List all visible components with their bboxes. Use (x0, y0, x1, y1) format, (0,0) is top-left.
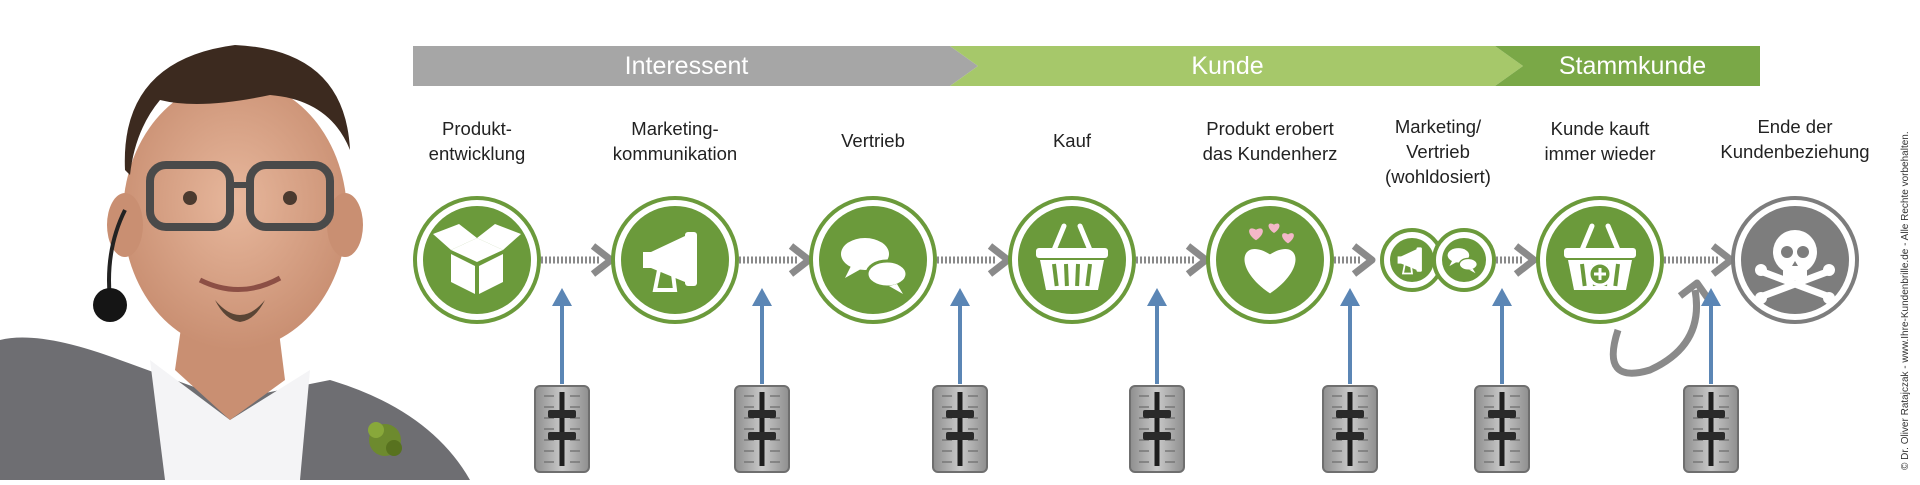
process-arrow (739, 243, 813, 277)
control-slider (1474, 288, 1530, 473)
control-slider (534, 288, 590, 473)
megaphone-and-bubbles-icon (1380, 228, 1496, 292)
phase-label-1: Interessent (624, 52, 749, 80)
control-slider (734, 288, 790, 473)
control-slider (932, 288, 988, 473)
control-slider (1322, 288, 1378, 473)
stage-label-6: Marketing/Vertrieb(wohldosiert) (1385, 116, 1491, 187)
skull-crossbones-icon (1731, 196, 1859, 324)
phase-chevron-2 (950, 46, 1523, 86)
open-box-icon (413, 196, 541, 324)
basket-plus-icon (1536, 196, 1664, 324)
speech-bubbles-icon (809, 196, 937, 324)
repeat-loop-arrow (1609, 279, 1712, 377)
stage-label-3: Vertrieb (841, 130, 905, 151)
phase-band (413, 46, 1760, 86)
phase-label-3: Stammkunde (1558, 52, 1707, 80)
stage-label-4: Kauf (1052, 130, 1092, 151)
control-sliders (534, 288, 1739, 473)
hearts-icon (1206, 196, 1334, 324)
process-arrow (1334, 243, 1376, 277)
control-slider (1683, 288, 1739, 473)
process-arrow (1664, 243, 1735, 277)
process-arrow (1496, 243, 1538, 277)
megaphone-icon (611, 196, 739, 324)
presenter-portrait (0, 45, 470, 480)
phase-chevron-3 (1495, 46, 1760, 86)
stage-label-2: Marketing-kommunikation (612, 118, 738, 164)
shopping-basket-icon (1008, 196, 1136, 324)
copyright-notice: © Dr. Oliver Ratajczak - www.Ihre-Kunden… (1900, 131, 1911, 470)
stage-label-1: Produkt-entwicklung (428, 118, 526, 164)
phase-chevron-1 (413, 46, 978, 86)
process-arrow (937, 243, 1012, 277)
stage-icons (413, 196, 1859, 324)
process-arrow (1136, 243, 1210, 277)
process-arrow (541, 243, 615, 277)
phase-label-2: Kunde (1191, 52, 1264, 80)
control-slider (1129, 288, 1185, 473)
